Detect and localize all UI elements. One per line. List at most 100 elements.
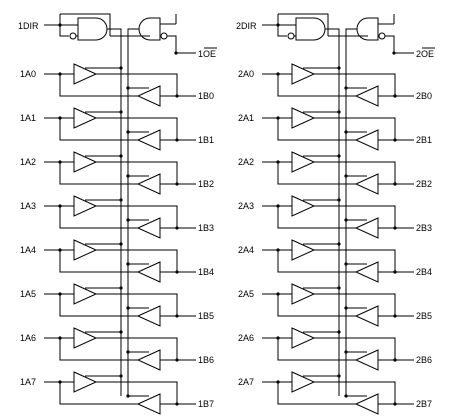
junction-dot bbox=[126, 130, 130, 134]
wire bbox=[96, 205, 178, 228]
junction-dot bbox=[119, 198, 123, 202]
buffer-b-to-a bbox=[354, 217, 379, 239]
a-pin-label: 1A0 bbox=[20, 69, 36, 79]
wire bbox=[59, 206, 138, 229]
junction-dot bbox=[126, 306, 130, 310]
wire bbox=[96, 249, 178, 272]
wire bbox=[167, 35, 177, 53]
buffer-b-to-a bbox=[136, 173, 161, 195]
wire bbox=[314, 381, 396, 404]
b-pin-label: 1B5 bbox=[198, 311, 214, 321]
wire bbox=[277, 118, 356, 141]
junction-dot bbox=[392, 51, 396, 55]
junction-dot bbox=[337, 330, 341, 334]
a-pin-label: 1A1 bbox=[20, 113, 36, 123]
junction-dot bbox=[119, 374, 123, 378]
bus-b bbox=[345, 28, 357, 396]
wire bbox=[59, 162, 138, 185]
b-pin-label: 2B1 bbox=[416, 135, 432, 145]
junction-dot bbox=[119, 110, 123, 114]
wire bbox=[96, 381, 178, 404]
buffer-a-to-b bbox=[73, 327, 98, 349]
buffer-b-to-a bbox=[136, 85, 161, 107]
junction-dot bbox=[337, 198, 341, 202]
junction-dot bbox=[344, 306, 348, 310]
junction-dot bbox=[337, 242, 341, 246]
junction-dot bbox=[344, 394, 348, 398]
junction-dot bbox=[119, 330, 123, 334]
wire bbox=[96, 161, 178, 184]
buffer-b-to-a bbox=[136, 305, 161, 327]
enable-gate-a bbox=[295, 17, 326, 41]
junction-dot bbox=[337, 374, 341, 378]
junction-dot bbox=[337, 110, 341, 114]
buffer-b-to-a bbox=[136, 129, 161, 151]
a-pin-label: 1A7 bbox=[20, 377, 36, 387]
wire bbox=[314, 161, 396, 184]
wire bbox=[59, 118, 138, 141]
section-1-circuit: 1DIR1OE1A01B01A11B11A21B21A31B31A41B41A5… bbox=[18, 13, 217, 415]
wire bbox=[96, 117, 178, 140]
wire bbox=[59, 294, 138, 317]
b-pin-label: 2B2 bbox=[416, 179, 432, 189]
enable-gate-a bbox=[77, 17, 108, 41]
buffer-b-to-a bbox=[136, 349, 161, 371]
wire bbox=[277, 162, 356, 185]
bus-b bbox=[127, 28, 139, 396]
a-pin-label: 2A6 bbox=[238, 333, 254, 343]
junction-dot bbox=[126, 350, 130, 354]
a-pin-label: 1A2 bbox=[20, 157, 36, 167]
buffer-a-to-b bbox=[73, 63, 98, 85]
junction-dot bbox=[119, 286, 123, 290]
wire bbox=[314, 249, 396, 272]
junction-dot bbox=[119, 242, 123, 246]
junction-dot bbox=[126, 394, 130, 398]
a-pin-label: 1A3 bbox=[20, 201, 36, 211]
buffer-a-to-b bbox=[73, 283, 98, 305]
junction-dot bbox=[344, 130, 348, 134]
junction-dot bbox=[337, 154, 341, 158]
bus-a bbox=[107, 28, 122, 396]
wire bbox=[59, 74, 138, 97]
buffer-a-to-b bbox=[73, 195, 98, 217]
inverter-bubble bbox=[287, 32, 295, 40]
b-pin-label: 2B5 bbox=[416, 311, 432, 321]
a-pin-label: 2A3 bbox=[238, 201, 254, 211]
wire bbox=[96, 73, 178, 96]
oe-label: 1OE bbox=[198, 49, 216, 59]
wire bbox=[96, 337, 178, 360]
wire bbox=[314, 293, 396, 316]
buffer-a-to-b bbox=[291, 151, 316, 173]
wire bbox=[59, 382, 138, 405]
buffer-a-to-b bbox=[73, 371, 98, 393]
buffer-b-to-a bbox=[354, 85, 379, 107]
buffer-b-to-a bbox=[354, 129, 379, 151]
buffer-b-to-a bbox=[354, 305, 379, 327]
buffer-b-to-a bbox=[136, 217, 161, 239]
buffer-a-to-b bbox=[291, 327, 316, 349]
dir-label: 1DIR bbox=[18, 21, 39, 31]
junction-dot bbox=[337, 66, 341, 70]
oe-label: 2OE bbox=[416, 49, 434, 59]
junction-dot bbox=[344, 350, 348, 354]
a-pin-label: 2A7 bbox=[238, 377, 254, 387]
wire bbox=[385, 35, 395, 53]
dir-label: 2DIR bbox=[236, 21, 257, 31]
junction-dot bbox=[119, 66, 123, 70]
a-pin-label: 2A4 bbox=[238, 245, 254, 255]
inverter-bubble bbox=[69, 32, 77, 40]
buffer-b-to-a bbox=[136, 393, 161, 415]
junction-dot bbox=[126, 174, 130, 178]
wire bbox=[277, 338, 356, 361]
a-pin-label: 1A4 bbox=[20, 245, 36, 255]
buffer-a-to-b bbox=[73, 151, 98, 173]
junction-dot bbox=[344, 174, 348, 178]
